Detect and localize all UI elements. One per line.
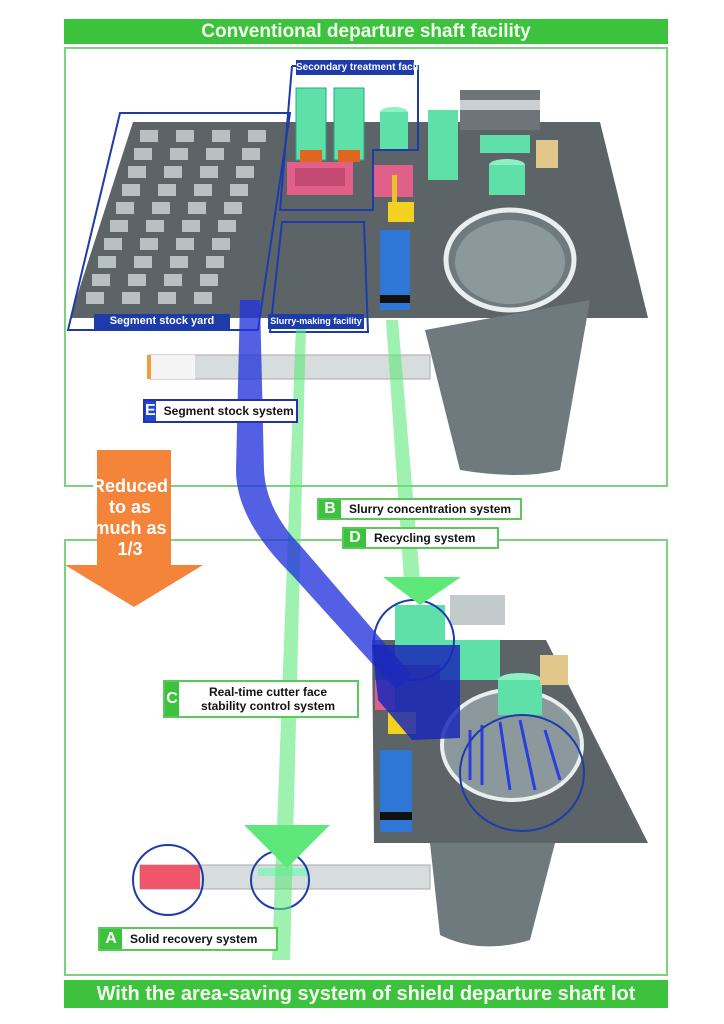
segment-stack bbox=[188, 202, 206, 214]
system-letter-a: A bbox=[100, 929, 122, 949]
facility-outlines bbox=[66, 65, 419, 333]
segment-stack bbox=[206, 256, 224, 268]
segment-stack bbox=[86, 292, 104, 304]
segment-racks bbox=[468, 719, 562, 791]
system-letter-c: C bbox=[165, 682, 179, 716]
segment-stack bbox=[248, 130, 266, 142]
top-tunnel bbox=[147, 354, 431, 380]
arrow-line-4: 1/3 bbox=[117, 539, 143, 559]
segment-stack bbox=[212, 238, 230, 250]
header-banner: Conventional departure shaft facility bbox=[64, 19, 668, 44]
system-text-b: Slurry concentration system bbox=[349, 502, 512, 516]
flow-arrow-slurry bbox=[272, 325, 306, 960]
segment-stack bbox=[128, 274, 146, 286]
flow-arrow-slurry-head bbox=[244, 825, 330, 868]
segment-stack bbox=[92, 274, 110, 286]
system-text-a: Solid recovery system bbox=[130, 932, 258, 946]
segment-stack bbox=[122, 184, 140, 196]
segment-stack bbox=[176, 130, 194, 142]
flow-arrow-segment-head bbox=[372, 645, 460, 740]
system-label-d: D Recycling system bbox=[342, 527, 499, 549]
segment-stack bbox=[146, 220, 164, 232]
arrow-line-1: Reduced bbox=[92, 476, 169, 496]
arrow-line-3: much as bbox=[93, 518, 167, 538]
segment-stack bbox=[230, 184, 248, 196]
segment-stack bbox=[104, 238, 122, 250]
segment-stack bbox=[140, 130, 158, 142]
system-label-e: E Segment stock system bbox=[143, 399, 298, 423]
segment-stack bbox=[212, 130, 230, 142]
segment-stack bbox=[140, 238, 158, 250]
arrow-line-2: to as bbox=[108, 497, 151, 517]
segment-stack bbox=[134, 256, 152, 268]
segment-stack bbox=[158, 292, 176, 304]
segment-stack bbox=[164, 274, 182, 286]
tanks bbox=[380, 90, 558, 195]
segment-stack bbox=[164, 166, 182, 178]
flow-arrow-recycling-head bbox=[383, 577, 461, 605]
reduction-arrow-text: Reduced to as much as 1/3 bbox=[92, 476, 168, 560]
segment-stacks bbox=[86, 130, 266, 304]
segment-stack bbox=[206, 148, 224, 160]
segment-stack bbox=[158, 184, 176, 196]
segment-stack bbox=[200, 274, 218, 286]
segment-stack bbox=[122, 292, 140, 304]
conventional-facility-panel bbox=[64, 47, 668, 487]
flow-arrow-segment bbox=[236, 300, 412, 690]
segment-stack bbox=[236, 166, 254, 178]
segment-stack bbox=[116, 202, 134, 214]
segment-stack bbox=[182, 220, 200, 232]
segment-stack bbox=[110, 220, 128, 232]
segment-stack bbox=[152, 202, 170, 214]
tag-secondary-treatment: Secondary treatment facility bbox=[296, 60, 430, 75]
tag-slurry-making: Slurry-making facility bbox=[268, 314, 364, 329]
reduction-arrow bbox=[65, 450, 203, 607]
footer-banner: With the area-saving system of shield de… bbox=[64, 980, 668, 1008]
excavator-and-truck bbox=[380, 175, 414, 310]
segment-stack bbox=[98, 256, 116, 268]
segment-stack bbox=[128, 166, 146, 178]
system-label-c: C Real-time cutter face stability contro… bbox=[163, 680, 359, 718]
segment-stack bbox=[242, 148, 260, 160]
segment-stack bbox=[170, 148, 188, 160]
system-label-a: A Solid recovery system bbox=[98, 927, 278, 951]
segment-stack bbox=[134, 148, 152, 160]
secondary-treatment-units bbox=[287, 87, 413, 197]
system-label-b: B Slurry concentration system bbox=[317, 498, 522, 520]
segment-stack bbox=[218, 220, 236, 232]
top-shaft bbox=[425, 207, 590, 475]
tag-segment-stock-yard: Segment stock yard bbox=[94, 314, 230, 329]
segment-stack bbox=[194, 184, 212, 196]
system-text-d: Recycling system bbox=[374, 531, 476, 545]
system-letter-b: B bbox=[319, 500, 341, 518]
system-letter-e: E bbox=[145, 401, 156, 421]
system-text-c: Real-time cutter face stability control … bbox=[200, 685, 335, 713]
segment-stack bbox=[224, 202, 242, 214]
system-letter-d: D bbox=[344, 529, 366, 547]
segment-stack bbox=[170, 256, 188, 268]
system-text-e: Segment stock system bbox=[163, 404, 294, 418]
segment-stack bbox=[176, 238, 194, 250]
segment-stack bbox=[200, 166, 218, 178]
segment-stack bbox=[194, 292, 212, 304]
